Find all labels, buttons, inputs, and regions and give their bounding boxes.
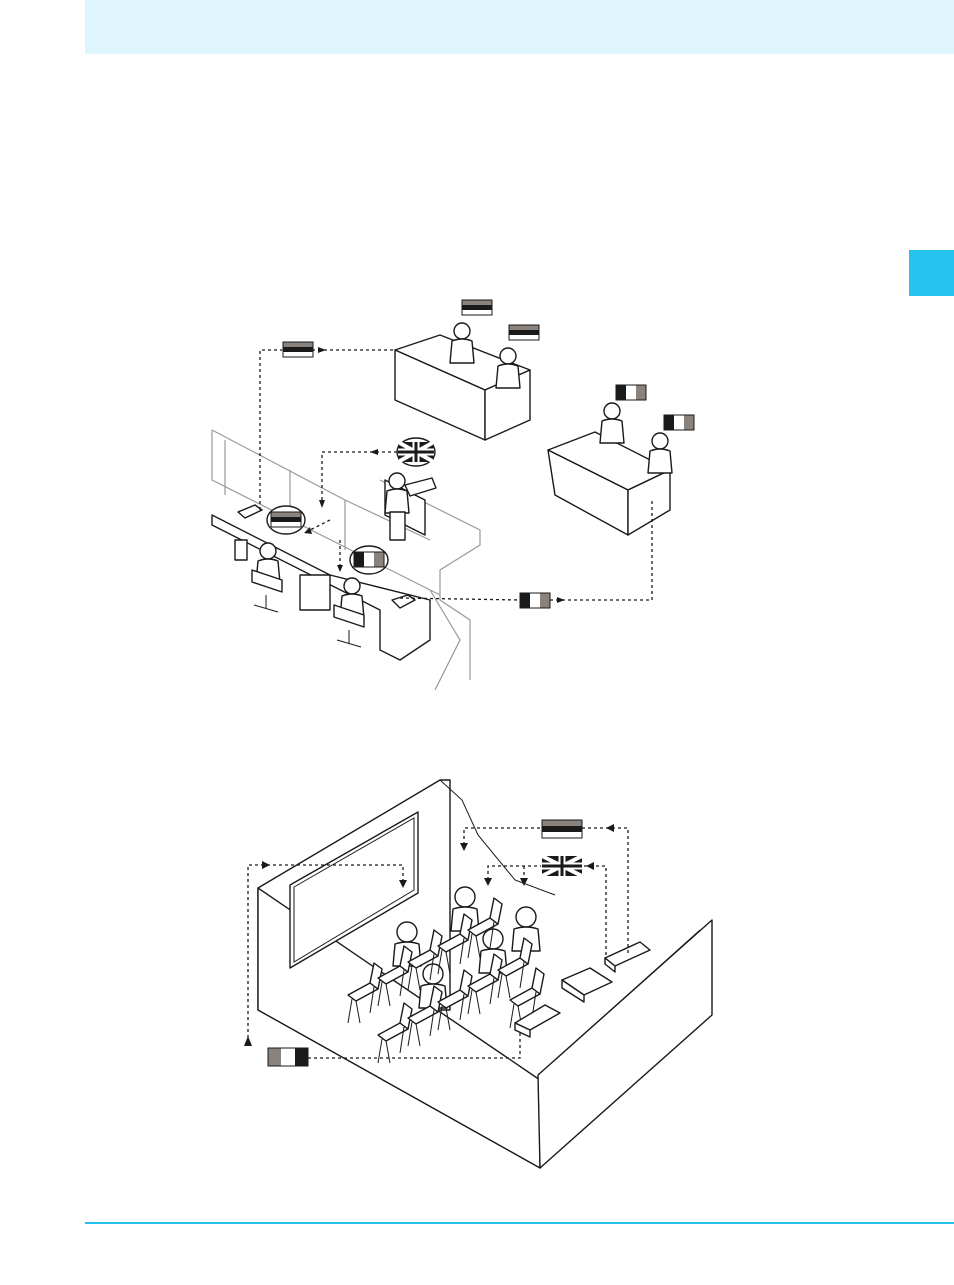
booth-rail [212, 430, 480, 690]
uk-flag [542, 856, 582, 876]
german-flag [271, 512, 301, 527]
delegation-table-2 [548, 403, 672, 535]
footer-rule [85, 1222, 954, 1224]
italian-flag [268, 1048, 308, 1066]
speaker-podium [385, 473, 436, 540]
auditorium-diagram [0, 770, 954, 1180]
italian-flag [664, 415, 694, 430]
italian-flag [616, 385, 646, 400]
german-flag [462, 300, 492, 315]
german-flag [542, 820, 582, 838]
german-flag [283, 342, 313, 357]
italian-flag [354, 552, 384, 567]
italian-flag [520, 593, 550, 608]
delegation-table-1 [395, 323, 530, 440]
header-band [85, 0, 954, 54]
uk-flag [398, 442, 434, 462]
receiver-unit [238, 505, 262, 518]
german-flag [509, 325, 539, 340]
conference-diagram [0, 280, 954, 700]
auditorium-room [258, 780, 712, 1168]
